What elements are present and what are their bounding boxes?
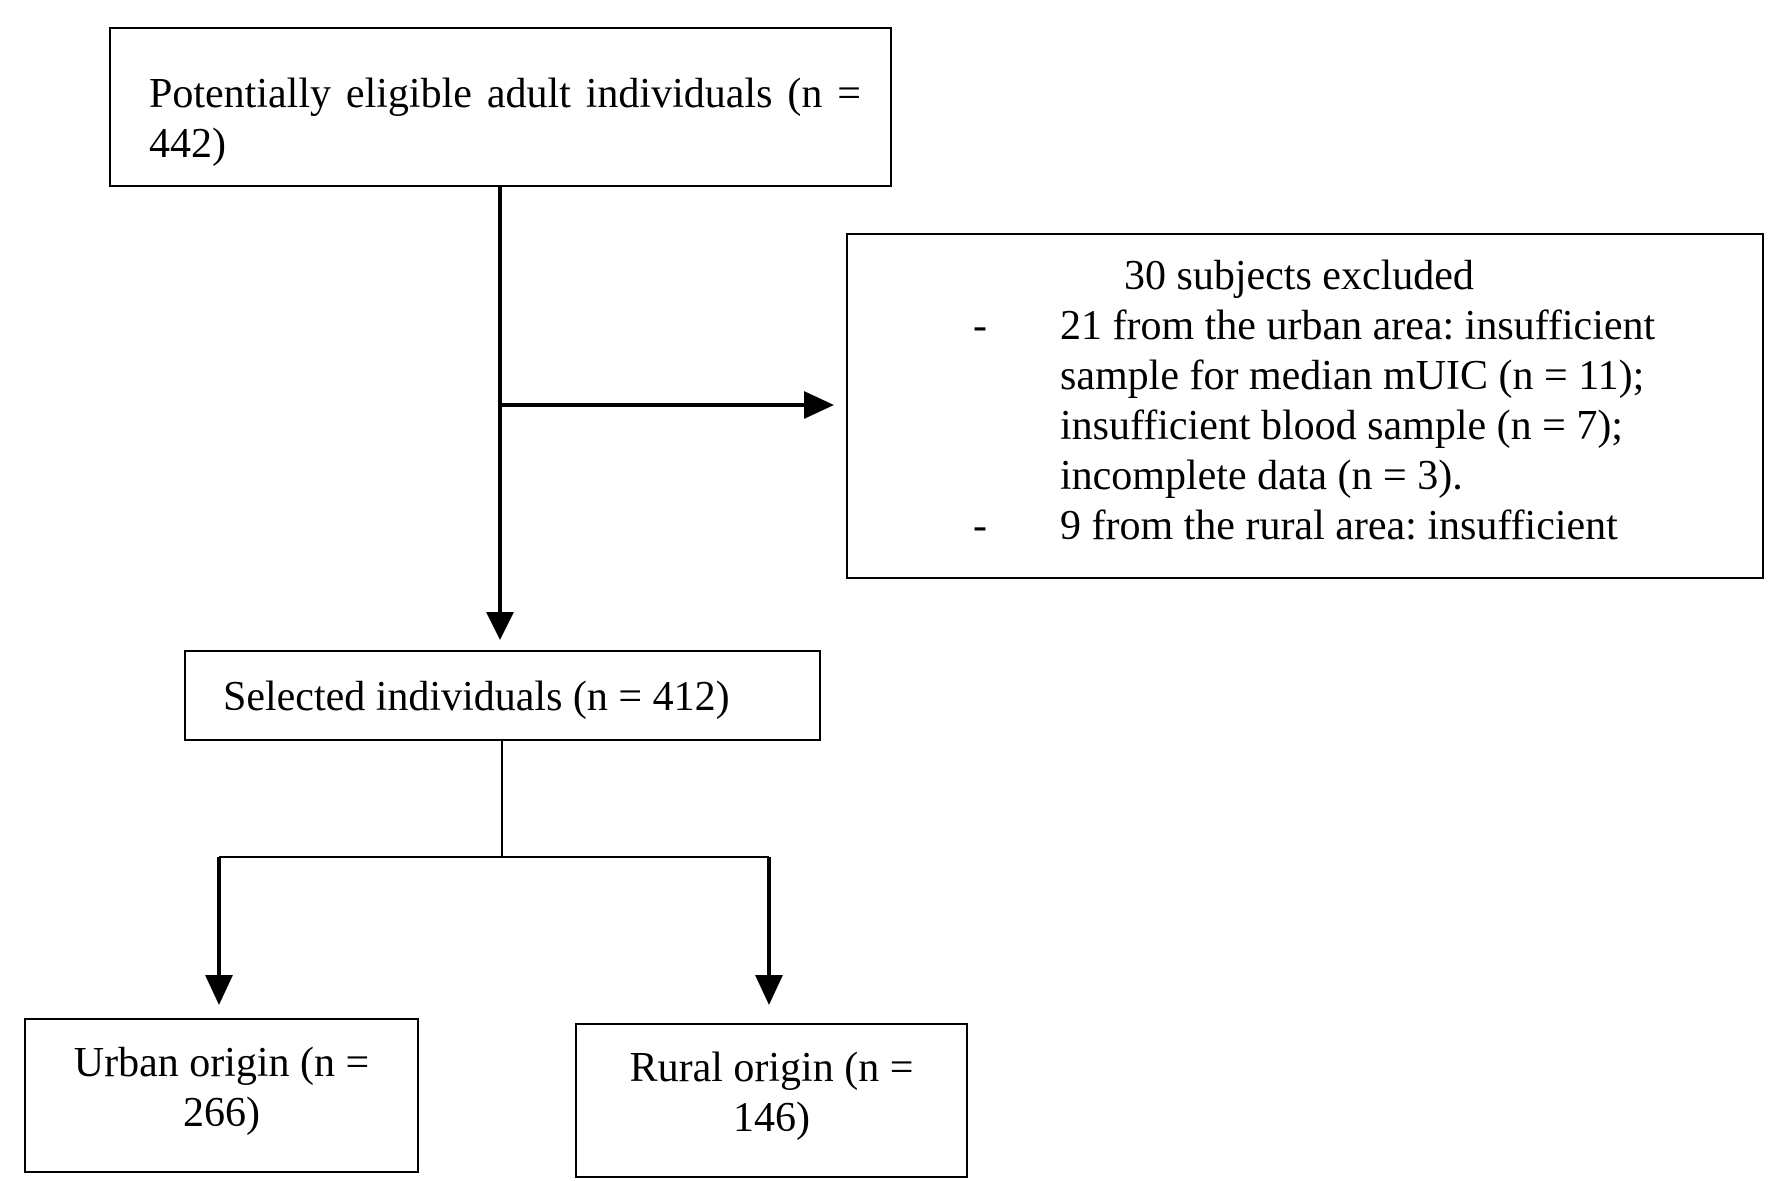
urban-origin-box: Urban origin (n = 266) xyxy=(24,1018,419,1173)
excluded-rural-text: 9 from the rural area: insufficient xyxy=(1060,503,1618,549)
rural-origin-line2: 146) xyxy=(733,1095,810,1141)
selected-individuals-text: Selected individuals (n = 412) xyxy=(223,674,730,720)
excluded-subjects-box: 30 subjects excluded - 21 from the urban… xyxy=(846,233,1764,579)
eligible-individuals-box: Potentially eligible adult individuals (… xyxy=(109,27,892,187)
arrowhead-excluded xyxy=(804,391,834,419)
urban-origin-line2: 266) xyxy=(183,1090,260,1136)
bullet-dash: - xyxy=(973,303,987,349)
excluded-title: 30 subjects excluded xyxy=(1124,253,1474,299)
rural-origin-text: Rural origin (n = 146) xyxy=(577,1043,966,1143)
urban-origin-text: Urban origin (n = 266) xyxy=(26,1038,417,1138)
eligible-individuals-text: Potentially eligible adult individuals (… xyxy=(149,71,861,167)
excluded-urban-text: 21 from the urban area: insufficient sam… xyxy=(1060,303,1656,499)
arrowhead-rural xyxy=(755,975,783,1005)
rural-origin-box: Rural origin (n = 146) xyxy=(575,1023,968,1178)
selected-individuals-box: Selected individuals (n = 412) xyxy=(184,650,821,741)
rural-origin-line1: Rural origin (n = xyxy=(629,1045,914,1091)
arrowhead-urban xyxy=(205,975,233,1005)
urban-origin-line1: Urban origin (n = xyxy=(73,1040,370,1086)
arrowhead-selected xyxy=(486,612,514,640)
bullet-dash: - xyxy=(973,503,987,549)
